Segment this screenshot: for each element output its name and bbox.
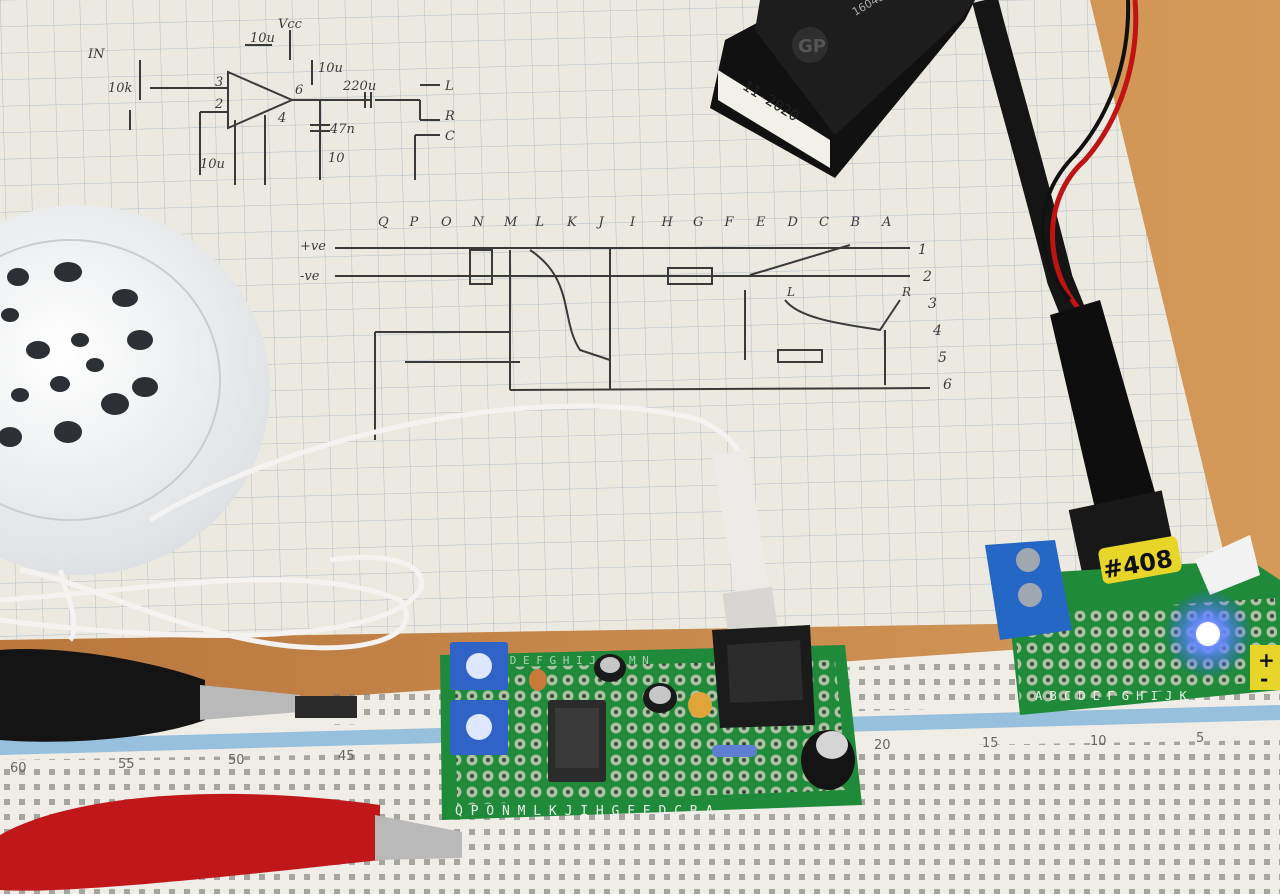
sketch-column-letter: O	[441, 215, 452, 230]
sketch-column-letter: F	[724, 215, 735, 230]
sketch-row-number: 6	[943, 377, 952, 393]
svg-text:220u: 220u	[342, 79, 376, 94]
power-cable	[972, 0, 1139, 335]
svg-text:10u: 10u	[200, 157, 225, 172]
svg-text:Vcc: Vcc	[278, 17, 303, 32]
graph-paper	[0, 0, 1240, 640]
svg-text:GP: GP	[798, 36, 826, 57]
svg-text:A B C D E F G H I J K: A B C D E F G H I J K	[1035, 689, 1187, 703]
sketch-column-letter: L	[535, 215, 545, 230]
svg-text:L: L	[786, 285, 795, 299]
svg-text:3: 3	[215, 75, 223, 90]
svg-text:L: L	[444, 79, 454, 94]
sketch-row-number: 2	[922, 269, 932, 285]
sketch-column-letter: C	[819, 215, 829, 230]
sketch-row-number: 4	[932, 323, 942, 339]
svg-text:R: R	[444, 109, 455, 124]
svg-text:10u: 10u	[250, 31, 275, 46]
svg-text:C: C	[445, 129, 455, 144]
svg-text:5: 5	[1196, 731, 1204, 746]
sketch-column-letter: N	[472, 215, 485, 230]
svg-text:-: -	[1260, 667, 1268, 691]
9v-battery: 11-2020 GP 1604S	[710, 0, 975, 178]
row-numbers: 1 2 3 4 5 6	[918, 242, 952, 393]
sketch-row-number: 5	[938, 350, 947, 366]
opamp-triangle	[227, 70, 295, 130]
svg-text:2: 2	[214, 97, 223, 112]
sketch-column-letter: B	[850, 215, 861, 230]
sketch-column-letter: D	[787, 215, 799, 230]
svg-text:-ve: -ve	[300, 269, 320, 284]
sketch-row-number: 1	[918, 242, 927, 258]
svg-text:4: 4	[277, 111, 286, 126]
svg-text:+ve: +ve	[300, 239, 326, 254]
svg-text:20: 20	[874, 738, 891, 753]
audio-jack-plug	[712, 450, 778, 634]
sketch-column-letter: H	[661, 215, 674, 230]
black-alligator-clip	[0, 649, 357, 742]
sketch-column-letter: M	[503, 215, 518, 230]
amplifier-pcb: Q P O N M L K J I H G F E D C B A A B C …	[440, 625, 862, 820]
svg-text:10: 10	[328, 151, 345, 166]
sketch-column-letter: G	[693, 215, 703, 230]
svg-text:45: 45	[338, 749, 355, 764]
svg-text:Q P O N M L K J I H G F E D C: Q P O N M L K J I H G F E D C B A	[455, 804, 713, 819]
svg-text:50: 50	[228, 753, 245, 768]
svg-text:+: +	[1258, 648, 1275, 672]
sketch-column-letter: I	[629, 215, 636, 230]
svg-text:10: 10	[1090, 734, 1107, 749]
stripboard-layout-sketch: Q P O N M L K J I H G F E D C B A 1 2 3 4 5 6 +ve -ve L R	[300, 215, 952, 440]
schematic-labels: IN 10k Vcc 10u 10u 220u 47n 10 10u 3 2 4…	[87, 17, 455, 172]
sketch-column-letter: P	[409, 215, 419, 230]
sketch-column-letter: A	[881, 215, 891, 230]
hand-drawn-schematic	[129, 30, 440, 185]
svg-text:R: R	[901, 285, 911, 299]
svg-text:15: 15	[982, 736, 999, 751]
power-pcb: #408 + - A B C D E F G H I J K	[985, 535, 1280, 715]
svg-text:10k: 10k	[108, 81, 133, 96]
sketch-column-letter: Q	[378, 215, 389, 230]
svg-text:60: 60	[10, 761, 27, 776]
red-alligator-clip	[0, 793, 462, 891]
pillow-speaker	[0, 205, 270, 575]
speaker-cable	[0, 403, 745, 651]
svg-text:47n: 47n	[329, 122, 355, 137]
sketch-column-letter: K	[566, 215, 578, 230]
sketch-column-letter: J	[596, 215, 605, 230]
svg-text:6: 6	[295, 83, 303, 98]
svg-text:10u: 10u	[318, 61, 343, 76]
sketch-column-letter: E	[755, 215, 766, 230]
sketch-row-number: 3	[928, 296, 937, 312]
svg-text:55: 55	[118, 757, 135, 772]
svg-text:IN: IN	[87, 47, 105, 62]
